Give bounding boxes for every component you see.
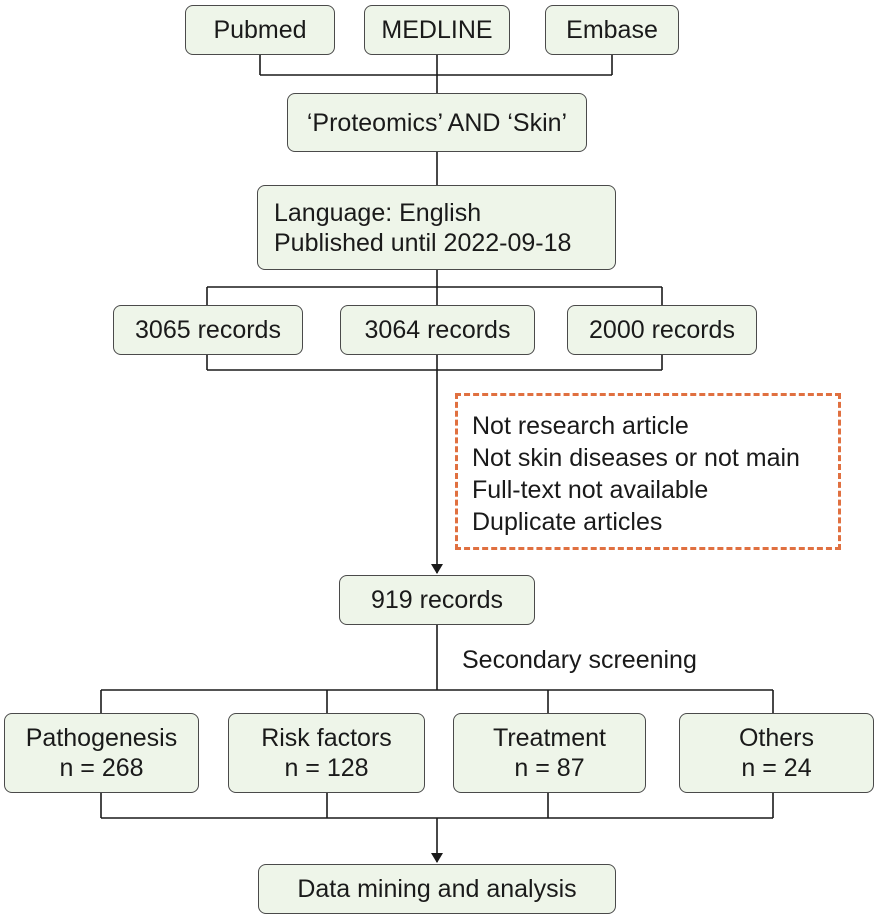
category-count: n = 87: [514, 754, 585, 782]
source-box-medline: MEDLINE: [364, 5, 510, 55]
source-box-pubmed: Pubmed: [185, 5, 335, 55]
source-label: MEDLINE: [381, 16, 493, 44]
filter-language: Language: English: [274, 198, 482, 227]
records-label: 3065 records: [135, 316, 281, 344]
records-label: 2000 records: [589, 316, 735, 344]
records-box-3: 2000 records: [567, 305, 757, 355]
category-name: Treatment: [492, 724, 606, 752]
category-box-pathogenesis: Pathogenesis n = 268: [4, 713, 199, 793]
records-label: 3064 records: [364, 316, 511, 344]
screened-records-label: 919 records: [370, 586, 504, 614]
exclusion-item: Full-text not available: [472, 476, 709, 504]
category-box-treatment: Treatment n = 87: [453, 713, 646, 793]
category-count: n = 24: [741, 754, 812, 782]
filters-box: Language: English Published until 2022-0…: [257, 185, 616, 270]
category-name: Others: [738, 724, 815, 752]
category-name: Pathogenesis: [25, 724, 178, 752]
source-box-embase: Embase: [545, 5, 679, 55]
screened-records-box: 919 records: [339, 575, 535, 625]
category-count: n = 128: [284, 754, 369, 782]
query-label: ‘Proteomics’ AND ‘Skin’: [306, 108, 568, 137]
final-analysis-label: Data mining and analysis: [297, 875, 577, 903]
query-box: ‘Proteomics’ AND ‘Skin’: [287, 93, 587, 152]
filter-date: Published until 2022-09-18: [274, 228, 572, 257]
source-label: Embase: [566, 16, 658, 44]
category-name: Risk factors: [261, 724, 392, 752]
exclusion-item: Not research article: [472, 412, 689, 440]
source-label: Pubmed: [213, 16, 307, 44]
exclusion-item: Duplicate articles: [472, 508, 663, 536]
final-analysis-box: Data mining and analysis: [258, 864, 616, 914]
records-box-1: 3065 records: [113, 305, 303, 355]
exclusion-item: Not skin diseases or not main: [472, 444, 800, 472]
secondary-screening-label: Secondary screening: [462, 646, 697, 674]
category-count: n = 268: [59, 754, 144, 782]
category-box-risk-factors: Risk factors n = 128: [228, 713, 425, 793]
exclusion-criteria-box: Not research article Not skin diseases o…: [455, 393, 841, 550]
records-box-2: 3064 records: [340, 305, 535, 355]
category-box-others: Others n = 24: [679, 713, 874, 793]
